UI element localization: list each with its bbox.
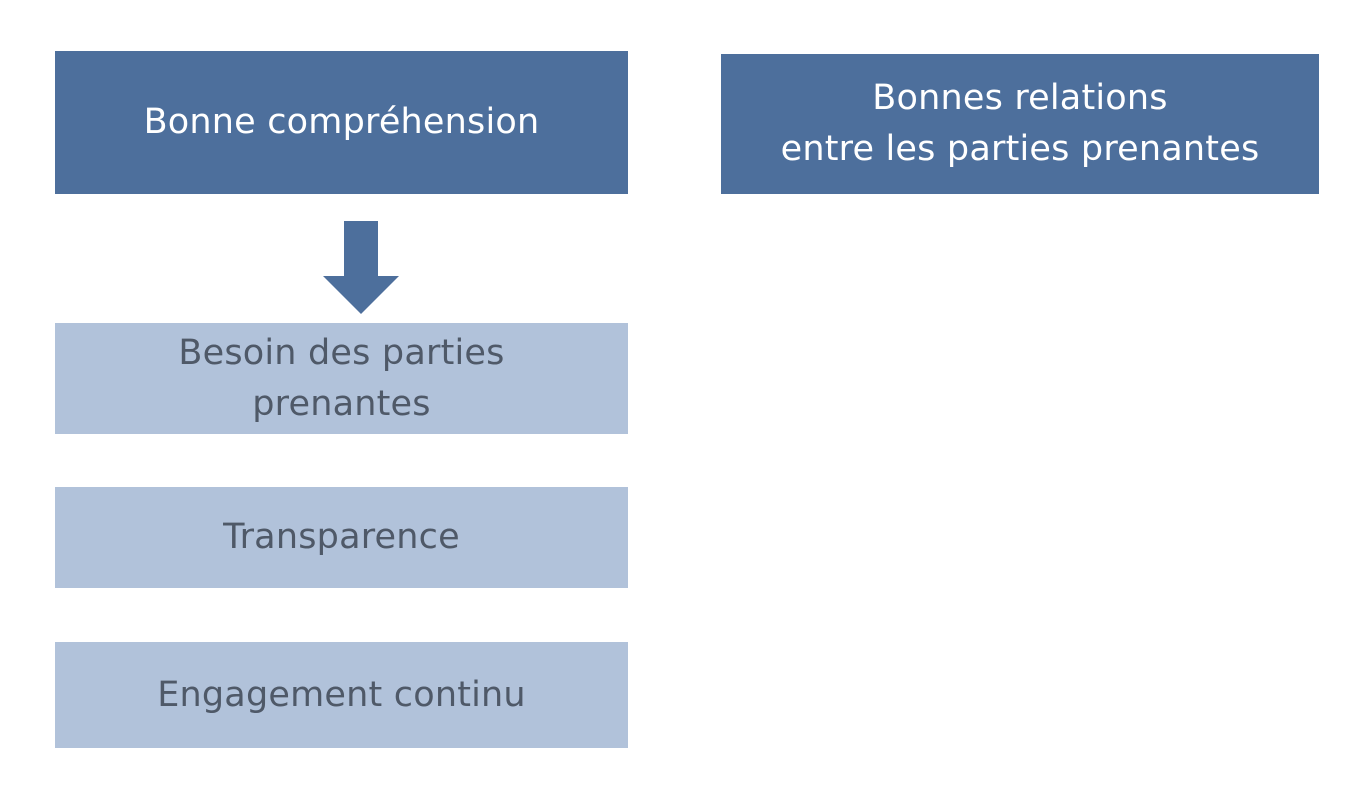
box-label: Bonne compréhension [143,102,540,142]
box-label: Besoin des parties prenantes [178,332,505,424]
box-bonnes-relations: Bonnes relations entre les parties prena… [721,54,1319,194]
box-label: Engagement continu [157,674,526,715]
down-arrow-icon [323,221,399,314]
box-transparence: Transparence [55,487,628,588]
box-engagement-continu: Engagement continu [55,642,628,748]
box-label: Transparence [223,517,460,557]
box-label: Bonnes relations entre les parties prena… [780,78,1260,169]
box-besoin-parties-prenantes: Besoin des parties prenantes [55,323,628,434]
box-bonne-comprehension: Bonne compréhension [55,51,628,194]
